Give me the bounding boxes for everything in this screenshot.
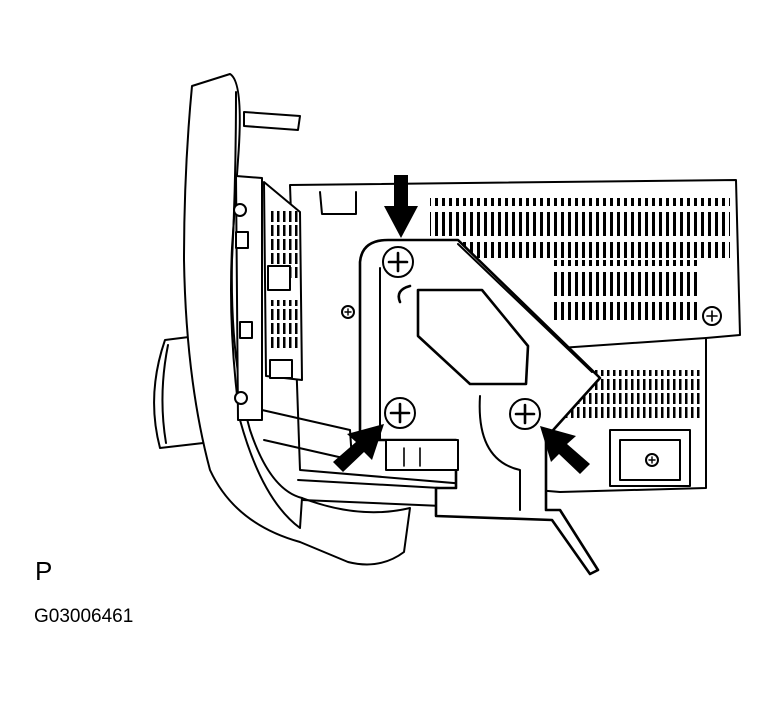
figure-code: G03006461 — [34, 606, 134, 627]
screw-lower-left — [384, 397, 416, 429]
screw-upper — [382, 246, 414, 278]
arrow-up-right-icon — [333, 424, 384, 472]
screw-heads — [382, 246, 541, 430]
bezel-panel — [183, 73, 443, 566]
view-label: P — [35, 556, 53, 586]
indicator-arrows — [333, 175, 590, 474]
arrow-up-left-icon — [540, 426, 590, 474]
mounting-bracket — [358, 238, 602, 576]
arrow-down-icon — [384, 175, 418, 238]
screw-lower-right — [509, 398, 541, 430]
